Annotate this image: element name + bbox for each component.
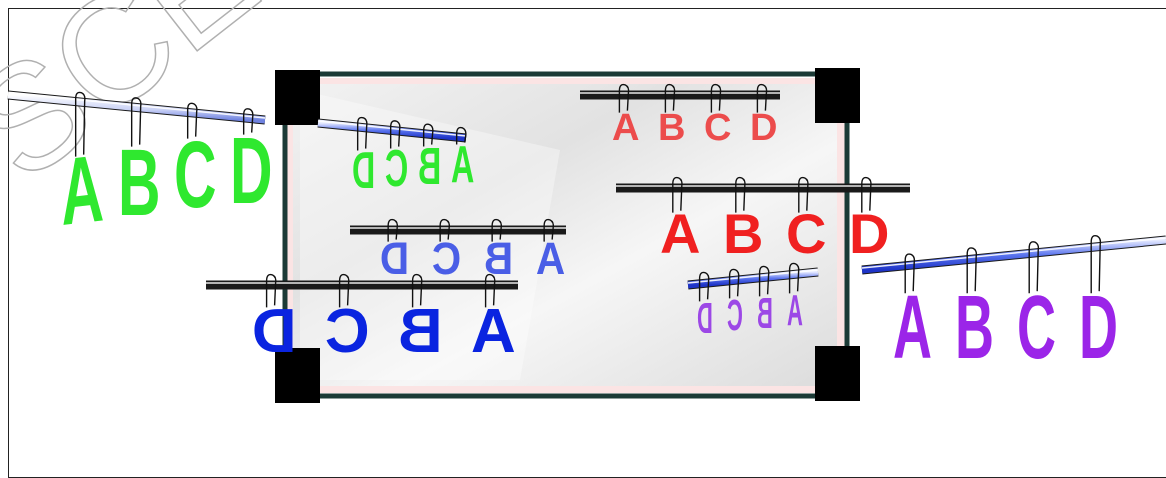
hook-d bbox=[265, 273, 277, 308]
rod bbox=[7, 91, 266, 124]
rod-highlight bbox=[7, 92, 266, 119]
letter-c: C bbox=[385, 140, 408, 198]
letter-c: C bbox=[174, 120, 217, 227]
letter-d: D bbox=[849, 202, 889, 265]
letter-b: B bbox=[955, 277, 994, 378]
mirror-highlight bbox=[300, 90, 560, 380]
letter-a: A bbox=[612, 107, 639, 149]
letter-c: C bbox=[1017, 277, 1056, 378]
letter-c: C bbox=[727, 292, 743, 340]
letter-b: B bbox=[723, 202, 763, 265]
hook-d bbox=[387, 218, 399, 242]
hook-c bbox=[389, 120, 401, 149]
hook-d bbox=[861, 176, 872, 213]
letter-d: D bbox=[252, 297, 297, 366]
letter-a: A bbox=[660, 202, 700, 265]
hook-c bbox=[1028, 241, 1040, 294]
hook-c bbox=[439, 218, 451, 242]
letter-a: A bbox=[58, 134, 105, 245]
corner-top-right bbox=[815, 68, 860, 123]
letter-a: A bbox=[787, 287, 803, 335]
rod-highlight bbox=[317, 120, 467, 137]
hook-d bbox=[1090, 235, 1102, 294]
hook-a bbox=[74, 91, 86, 157]
letter-a: A bbox=[536, 234, 565, 284]
letter-b: B bbox=[658, 107, 685, 149]
letter-d: D bbox=[1079, 277, 1118, 378]
hook-a bbox=[484, 273, 496, 308]
mirror-glass bbox=[293, 84, 837, 386]
hook-a bbox=[904, 253, 916, 294]
letter-d: D bbox=[352, 142, 375, 200]
hook-b bbox=[130, 97, 142, 147]
letter-b: B bbox=[118, 128, 161, 235]
letter-a: A bbox=[471, 297, 516, 366]
hook-c bbox=[186, 102, 198, 139]
hook-c bbox=[798, 176, 809, 213]
letter-c: C bbox=[325, 297, 370, 366]
letter-b: B bbox=[398, 297, 443, 366]
mirror-board bbox=[275, 68, 860, 403]
letter-d: D bbox=[230, 116, 273, 223]
rod bbox=[317, 119, 467, 142]
corner-bottom-left bbox=[275, 348, 320, 403]
letter-b: B bbox=[757, 290, 773, 338]
corner-top-left bbox=[275, 70, 320, 125]
rod-highlight bbox=[687, 269, 819, 284]
hook-b bbox=[491, 218, 503, 242]
hook-a bbox=[455, 126, 467, 145]
letter-d: D bbox=[750, 107, 777, 149]
corner-bottom-right bbox=[815, 346, 860, 401]
hook-b bbox=[758, 265, 770, 297]
hook-c bbox=[338, 273, 350, 308]
hook-a bbox=[788, 262, 800, 294]
hook-b bbox=[411, 273, 423, 308]
rod-highlight bbox=[861, 237, 1166, 269]
hook-c bbox=[710, 83, 722, 113]
letter-c: C bbox=[704, 107, 731, 149]
hook-c bbox=[728, 268, 740, 299]
hook-d bbox=[698, 271, 710, 302]
rod bbox=[861, 236, 1166, 274]
letter-d: D bbox=[380, 234, 409, 284]
letter-a: A bbox=[893, 277, 932, 378]
hook-b bbox=[735, 176, 746, 213]
hook-d bbox=[756, 83, 768, 113]
letter-a: A bbox=[451, 136, 474, 194]
mirror-frame bbox=[282, 71, 850, 399]
letter-b: B bbox=[484, 234, 513, 284]
hook-b bbox=[664, 83, 676, 113]
letter-b: B bbox=[418, 138, 441, 196]
hook-a bbox=[672, 176, 683, 213]
hook-b bbox=[422, 123, 434, 147]
hook-a bbox=[543, 218, 555, 242]
hook-b bbox=[966, 247, 978, 294]
hook-d bbox=[356, 116, 368, 151]
hook-a bbox=[618, 83, 630, 113]
letter-d: D bbox=[697, 295, 713, 343]
rod bbox=[687, 268, 819, 289]
hook-d bbox=[242, 108, 254, 135]
letter-c: C bbox=[786, 202, 826, 265]
letter-c: C bbox=[432, 234, 461, 284]
